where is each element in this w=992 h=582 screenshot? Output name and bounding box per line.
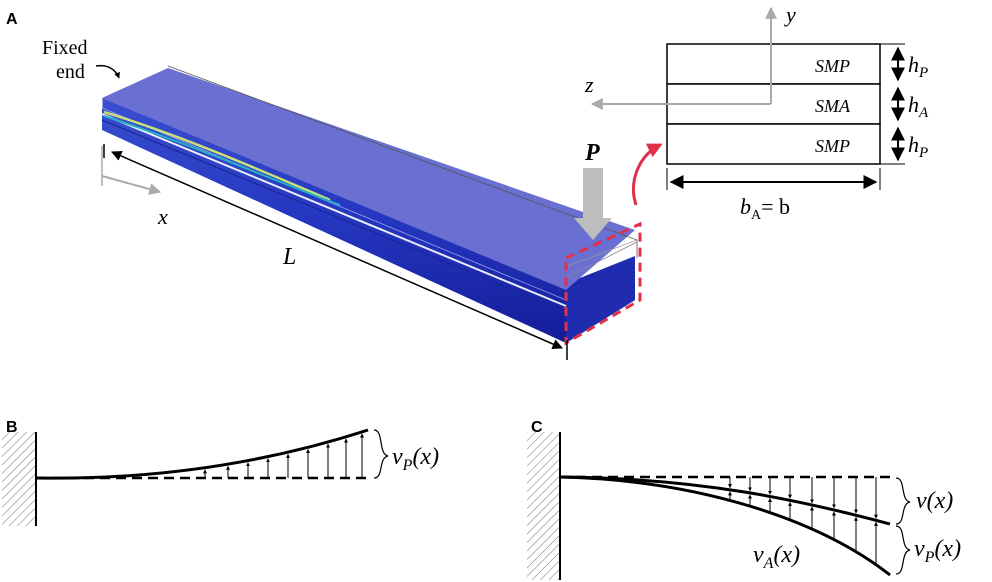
beam-3d <box>101 65 638 343</box>
layer-label-smp-bottom: SMP <box>815 136 850 156</box>
cross-section: SMP SMA SMP y z hP hA hP bA= b <box>584 2 929 223</box>
deflection-curve-b <box>35 428 369 480</box>
fixed-label-line2: end <box>56 61 85 83</box>
panel-b-diagram: vP(x) <box>2 428 439 526</box>
load-arrow: P <box>574 140 612 240</box>
deflection-curve-va <box>559 475 891 577</box>
z-axis-label: z <box>584 72 594 97</box>
displacement-arrows-b <box>203 433 364 478</box>
deflection-label-vp: vP(x) <box>914 536 961 566</box>
beam-end-face <box>566 258 635 343</box>
layer-smp-bottom <box>666 123 881 165</box>
panel-label-c: C <box>531 419 543 436</box>
layer-label-smp-top: SMP <box>815 56 850 76</box>
width-label: bA= b <box>740 194 790 223</box>
wall-b <box>2 432 36 526</box>
displacement-arrows-v <box>728 477 878 519</box>
y-axis-label: y <box>784 2 796 27</box>
wall-c <box>527 432 560 580</box>
deflection-label-b: vP(x) <box>392 444 439 474</box>
x-axis-label: x <box>157 204 168 229</box>
fixed-end-arrow <box>95 64 120 79</box>
cross-section-highlight <box>564 143 663 346</box>
fixed-label-line1: Fixed <box>42 37 88 59</box>
panel-label-a: A <box>6 11 18 28</box>
height-label-smp-bottom: hP <box>908 132 928 161</box>
deflection-label-va: vA(x) <box>753 542 800 572</box>
panel-label-b: B <box>6 419 18 436</box>
panel-c-diagram: v(x) vP(x) vA(x) <box>527 432 961 580</box>
load-label: P <box>584 140 600 166</box>
length-dimension: L <box>103 144 568 360</box>
x-axis: x <box>101 146 168 229</box>
length-label: L <box>282 244 296 270</box>
fixed-end-label: Fixed end <box>42 37 120 83</box>
displacement-arrows-vp <box>728 491 878 565</box>
layer-label-sma: SMA <box>815 96 851 116</box>
beam-top-face <box>102 68 635 290</box>
height-label-smp-top: hP <box>908 52 928 81</box>
height-label-sma: hA <box>908 92 929 121</box>
deflection-label-v: v(x) <box>916 488 953 514</box>
